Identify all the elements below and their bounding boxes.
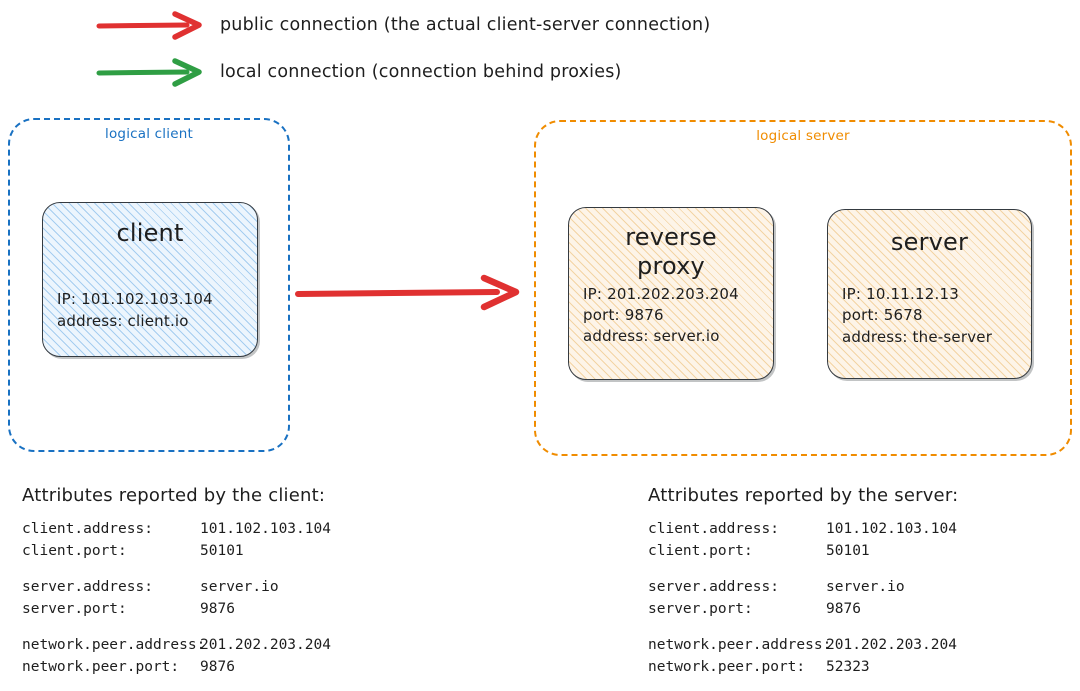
attribute-key: server.address:	[648, 579, 779, 596]
attribute-key: server.port:	[22, 601, 127, 618]
attribute-row: network.peer.port: 9876	[22, 656, 331, 678]
attribute-row: client.address: 101.102.103.104	[22, 518, 331, 540]
public-connection-arrow	[295, 274, 520, 311]
attribute-group: server.address: server.io server.port: 9…	[648, 576, 958, 620]
attribute-group: client.address: 101.102.103.104 client.p…	[648, 518, 958, 562]
node-reverse-proxy-line-port: port: 9876	[583, 305, 664, 324]
attribute-row: client.port: 50101	[22, 540, 331, 562]
node-client-line-address: address: client.io	[57, 311, 189, 330]
node-server-body: IP: 10.11.12.13 port: 5678 address: the-…	[842, 284, 1017, 348]
attribute-key: network.peer.address:	[648, 637, 832, 654]
node-server-line-port: port: 5678	[842, 306, 923, 325]
logical-client-label: logical client	[105, 126, 193, 142]
node-client-title: client	[116, 219, 184, 247]
attributes-server-table: client.address: 101.102.103.104 client.p…	[648, 518, 958, 678]
legend: public connection (the actual client-ser…	[0, 0, 1080, 105]
attribute-key: server.address:	[22, 579, 153, 596]
attribute-row: network.peer.address: 201.202.203.204	[648, 634, 958, 656]
attribute-value: 101.102.103.104	[200, 521, 331, 537]
attribute-row: client.address: 101.102.103.104	[648, 518, 958, 540]
attribute-key: client.address:	[22, 521, 153, 537]
attribute-value: 201.202.203.204	[826, 637, 957, 654]
node-reverse-proxy-line-address: address: server.io	[583, 327, 720, 346]
legend-label-local-connection: local connection (connection behind prox…	[220, 62, 622, 82]
attribute-value: 9876	[200, 601, 235, 618]
attribute-key: network.peer.port:	[22, 659, 180, 676]
attributes-client-table: client.address: 101.102.103.104 client.p…	[22, 518, 331, 678]
node-client[interactable]: client IP: 101.102.103.104 address: clie…	[42, 202, 258, 357]
attribute-key: client.port:	[22, 543, 127, 560]
attribute-row: server.address: server.io	[648, 576, 958, 598]
attribute-key: network.peer.port:	[648, 659, 806, 676]
attribute-value: 201.202.203.204	[200, 637, 331, 654]
attribute-value: 50101	[826, 543, 870, 560]
legend-label-public-connection: public connection (the actual client-ser…	[220, 15, 711, 35]
local-connection-arrow-icon	[96, 58, 202, 87]
attribute-value: server.io	[826, 579, 905, 596]
attribute-value: 52323	[826, 659, 870, 676]
attribute-row: server.port: 9876	[648, 598, 958, 620]
attribute-key: server.port:	[648, 601, 753, 618]
attributes-panel-server: Attributes reported by the server: clien…	[648, 485, 958, 678]
attribute-value: 9876	[826, 601, 861, 618]
attributes-panel-client: Attributes reported by the client: clien…	[22, 485, 331, 678]
node-reverse-proxy-line-ip: IP: 201.202.203.204	[583, 284, 739, 303]
node-server-line-ip: IP: 10.11.12.13	[842, 285, 959, 304]
attribute-group: server.address: server.io server.port: 9…	[22, 576, 331, 620]
attribute-key: client.port:	[648, 543, 753, 560]
attribute-key: network.peer.address:	[22, 637, 206, 654]
attribute-row: network.peer.address: 201.202.203.204	[22, 634, 331, 656]
attributes-server-heading: Attributes reported by the server:	[648, 485, 959, 506]
node-reverse-proxy-title: reverse proxy	[625, 223, 717, 281]
attribute-row: server.port: 9876	[22, 598, 331, 620]
node-reverse-proxy-body: IP: 201.202.203.204 port: 9876 address: …	[583, 284, 759, 348]
node-server-line-address: address: the-server	[842, 327, 993, 346]
attribute-value: 9876	[200, 659, 235, 676]
attribute-value: 101.102.103.104	[826, 521, 957, 537]
attribute-row: client.port: 50101	[648, 540, 958, 562]
attribute-key: client.address:	[648, 521, 779, 537]
logical-server-label: logical server	[756, 128, 850, 144]
attribute-row: network.peer.port: 52323	[648, 656, 958, 678]
attribute-value: server.io	[200, 579, 279, 596]
logical-server-group: logical server	[534, 120, 1072, 456]
attribute-group: network.peer.address: 201.202.203.204 ne…	[22, 634, 331, 678]
attribute-value: 50101	[200, 543, 244, 560]
attribute-row: server.address: server.io	[22, 576, 331, 598]
node-client-body: IP: 101.102.103.104 address: client.io	[57, 289, 243, 332]
logical-client-group: logical client	[8, 118, 290, 452]
attributes-client-heading: Attributes reported by the client:	[22, 485, 326, 506]
node-reverse-proxy[interactable]: reverse proxy IP: 201.202.203.204 port: …	[568, 207, 774, 380]
public-connection-arrow-icon	[96, 11, 202, 40]
node-server[interactable]: server IP: 10.11.12.13 port: 5678 addres…	[827, 209, 1032, 379]
node-client-line-ip: IP: 101.102.103.104	[57, 290, 213, 309]
attribute-group: client.address: 101.102.103.104 client.p…	[22, 518, 331, 562]
node-server-title: server	[890, 228, 969, 256]
attribute-group: network.peer.address: 201.202.203.204 ne…	[648, 634, 958, 678]
